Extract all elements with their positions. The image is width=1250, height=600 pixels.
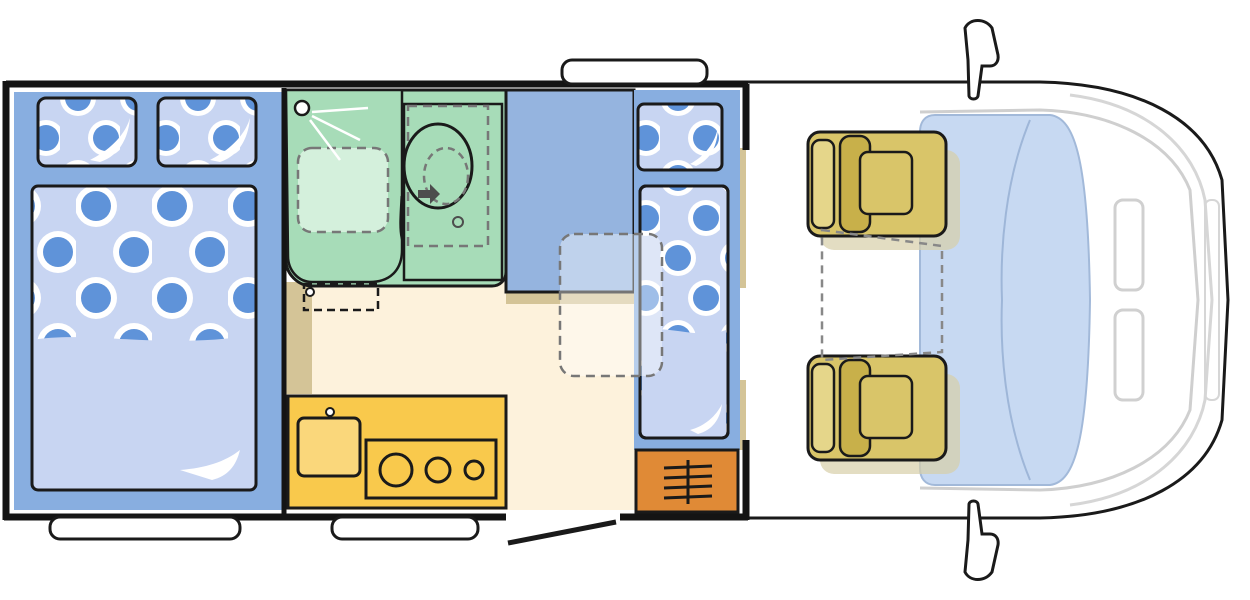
kitchen	[286, 394, 508, 510]
pillow-right-shine	[210, 118, 250, 162]
windows	[48, 58, 709, 541]
toilet-cabinet	[406, 104, 490, 248]
kitchen-hob	[364, 438, 498, 500]
bench-wall-strip-lower	[740, 380, 746, 450]
mirror-bottom-icon	[963, 499, 1000, 581]
kitchen-sink	[296, 416, 362, 478]
bed-duvet-fold	[32, 335, 256, 490]
pillow-left	[36, 96, 138, 168]
dash-vent-bottom	[1113, 308, 1145, 402]
bathroom	[284, 88, 508, 312]
bench-pillow-shine	[690, 126, 718, 166]
cupboard-hanger-icon	[663, 460, 713, 504]
toilet-seat-rim	[422, 146, 470, 206]
bench-pillow	[636, 102, 724, 172]
driver-seat-cushion	[858, 150, 914, 216]
hob-burner-3-icon	[463, 459, 485, 481]
dinette-table-outline	[558, 232, 664, 378]
bed-duvet-pattern	[32, 186, 256, 356]
pillow-left-shine	[90, 118, 130, 162]
entrance-door[interactable]	[507, 519, 617, 546]
floor-shadow-left	[286, 282, 312, 394]
wardrobe-body	[504, 88, 636, 294]
wardrobe	[504, 88, 636, 294]
pillow-right	[156, 96, 258, 168]
swivel-table-outline	[820, 228, 944, 362]
mirror-top-icon	[963, 19, 1000, 101]
sink-tap-icon	[325, 407, 335, 417]
driver-seat-arm	[810, 138, 836, 230]
passenger-seat-arm	[810, 362, 836, 454]
shower-spray-icon	[309, 106, 369, 161]
toilet-flush-icon	[452, 216, 464, 228]
window-bed	[48, 515, 242, 541]
dashboard-curve	[1000, 119, 1031, 481]
hob-burner-1-icon	[378, 452, 414, 488]
bed-mattress-outline	[30, 184, 258, 492]
dash-vent-top	[1113, 198, 1145, 292]
rear-double-bed	[14, 92, 282, 510]
windshield	[1069, 93, 1214, 507]
passenger-seat-cushion	[858, 374, 914, 440]
bathroom-step-knob	[305, 287, 315, 297]
hob-burner-2-icon	[424, 456, 452, 484]
driver-seat	[806, 130, 960, 250]
cupboard	[634, 448, 740, 514]
bed-sheet-shine	[180, 450, 240, 480]
window-roof	[560, 58, 709, 86]
floor-shadow-top	[506, 292, 636, 304]
bathroom-step	[302, 282, 380, 312]
toilet-bowl	[402, 122, 474, 210]
window-kitchen	[330, 515, 480, 541]
cab-inner-outline	[919, 108, 1200, 492]
passenger-seat	[806, 354, 960, 474]
bench-wall-strip	[740, 148, 746, 288]
cab	[745, 19, 1230, 581]
shower-head-icon	[293, 99, 311, 117]
bench-cushion-shine	[690, 404, 722, 434]
dash-side-left	[1204, 199, 1220, 401]
shower-drain-area	[296, 146, 390, 234]
toilet-arrow-icon	[418, 184, 440, 204]
bench-cushion-outline	[638, 184, 730, 440]
